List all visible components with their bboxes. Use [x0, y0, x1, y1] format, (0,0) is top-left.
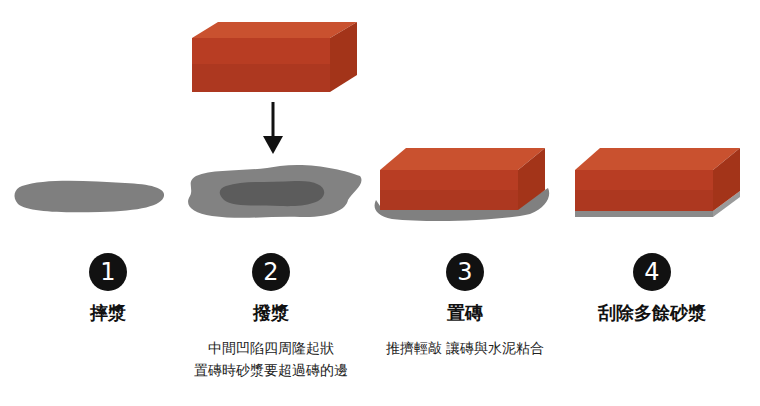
step-number: 3	[446, 253, 484, 291]
mortar-hollow	[220, 181, 325, 206]
step-note: 中間凹陷四周隆起狀 置磚時砂漿要超過磚的邊	[183, 337, 359, 381]
brick	[192, 22, 357, 92]
mortar-blob	[188, 165, 361, 218]
step-node: 4 刮除多餘砂漿	[548, 253, 756, 325]
step-number: 2	[252, 253, 290, 291]
step-number: 4	[633, 253, 671, 291]
mortar-blob	[15, 181, 165, 213]
brick	[380, 148, 545, 210]
step-node: 2 撥漿中間凹陷四周隆起狀 置磚時砂漿要超過磚的邊	[167, 253, 375, 381]
step-title: 置磚	[361, 301, 569, 325]
step-node: 3 置磚推擠輕敲 讓磚與水泥粘合	[361, 253, 569, 359]
step-node: 1 摔漿	[4, 253, 212, 325]
step-note: 推擠輕敲 讓磚與水泥粘合	[377, 337, 553, 359]
brick	[575, 148, 740, 211]
step-title: 刮除多餘砂漿	[548, 301, 756, 325]
step-number: 1	[89, 253, 127, 291]
step-title: 撥漿	[167, 301, 375, 325]
step-title: 摔漿	[4, 301, 212, 325]
down-arrow	[263, 102, 283, 154]
